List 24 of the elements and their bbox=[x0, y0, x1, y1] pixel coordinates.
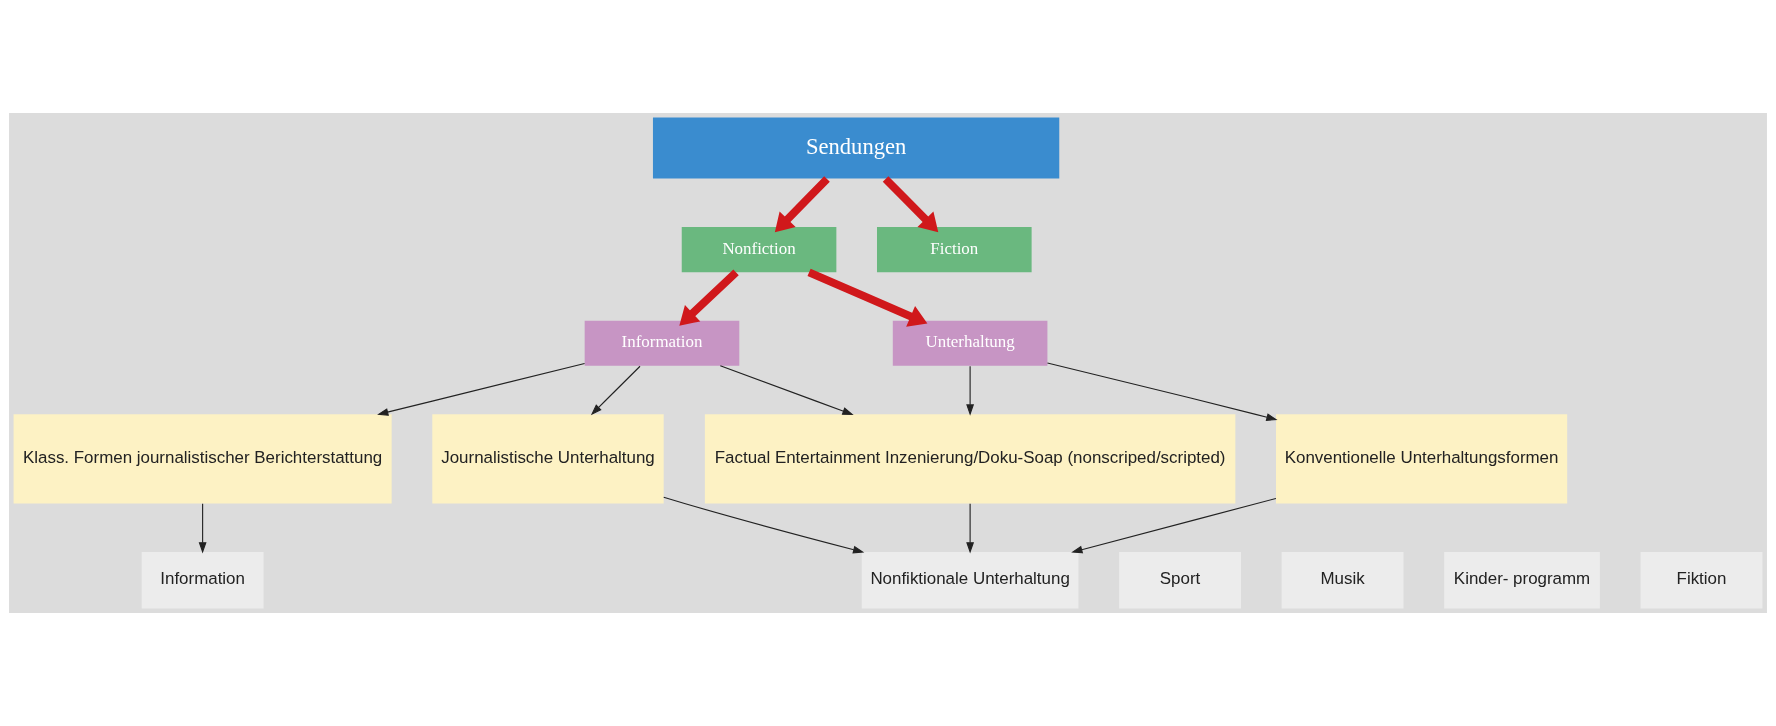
arrow bbox=[663, 496, 865, 554]
arrow bbox=[377, 362, 586, 416]
arrow bbox=[966, 365, 975, 416]
arrow bbox=[1071, 497, 1277, 554]
arrow bbox=[679, 269, 739, 326]
arrow bbox=[1046, 362, 1278, 421]
arrow bbox=[590, 365, 641, 416]
node-box: Klass. Formen journalistischer Berichterstattung bbox=[13, 414, 392, 504]
node-box: Factual Entertainment Inzenierung/Doku-Soap (nonscriped/scripted) bbox=[704, 414, 1236, 504]
arrow bbox=[882, 176, 939, 233]
node-box: Journalistische Unterhaltung bbox=[432, 414, 664, 504]
arrow bbox=[966, 503, 975, 554]
arrow bbox=[198, 503, 207, 554]
node-box: Information bbox=[584, 320, 740, 366]
node-box: Nonfiction bbox=[681, 227, 837, 273]
node-box: Konventionelle Unterhaltungsformen bbox=[1276, 414, 1568, 504]
node-box: Information bbox=[141, 552, 264, 609]
arrow bbox=[807, 268, 928, 327]
node-box: Sendungen bbox=[652, 117, 1060, 179]
node-box: Unterhaltung bbox=[892, 320, 1048, 366]
node-box: Nonfiktionale Unterhaltung bbox=[861, 552, 1079, 609]
arrow bbox=[774, 176, 830, 233]
node-box: Fiction bbox=[877, 227, 1032, 273]
arrow bbox=[719, 365, 854, 415]
